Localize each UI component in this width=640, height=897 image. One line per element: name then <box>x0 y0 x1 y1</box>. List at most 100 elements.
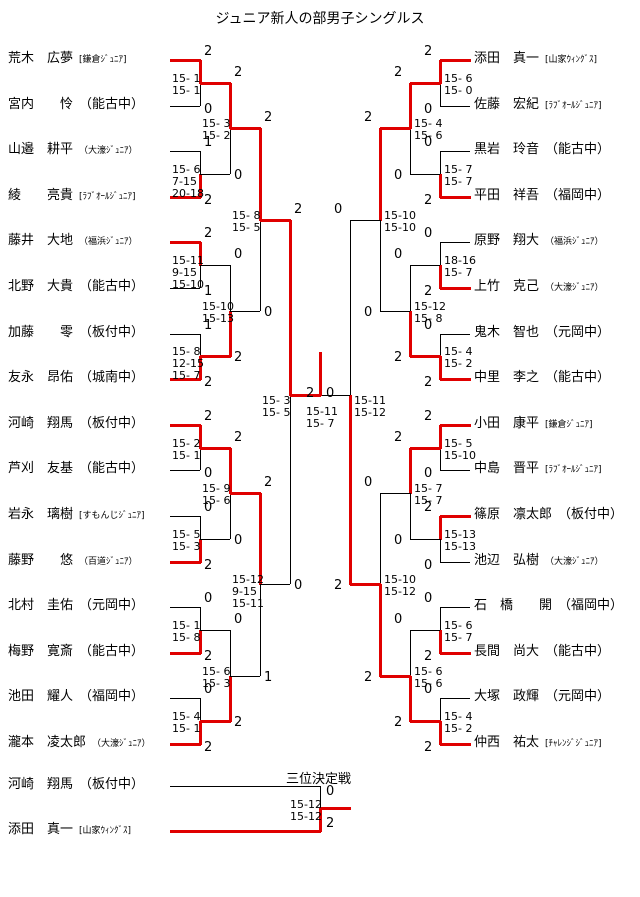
bracket-line <box>380 493 410 495</box>
bracket-line <box>410 265 440 267</box>
match-score: 0 <box>264 304 273 320</box>
set-score: 15- 7 <box>444 266 473 280</box>
set-score: 15- 1 <box>172 71 201 85</box>
bracket-line <box>230 492 261 496</box>
player-name: 小田 康平 <box>474 415 540 431</box>
player-name: 添田 真一 <box>8 822 74 837</box>
match-score: 1 <box>204 284 213 299</box>
player-club: （福浜ｼﾞｭﾆｱ） <box>545 237 604 248</box>
player-club: [ﾁｬﾚﾝｼﾞｼﾞｭﾆｱ] <box>545 739 602 749</box>
match-score: 0 <box>424 591 433 607</box>
bracket-line <box>440 151 441 174</box>
bracket-line <box>170 151 200 153</box>
set-score: 15-10 <box>384 220 416 234</box>
player-club: （板付中） <box>79 777 145 792</box>
match-score: 0 <box>424 682 433 698</box>
bracket-line <box>230 265 231 311</box>
bracket-line <box>230 630 231 676</box>
set-score: 15- 6 <box>202 494 231 508</box>
bracket-line <box>260 218 291 222</box>
bracket-line <box>440 743 471 746</box>
set-score: 15- 6 <box>414 676 443 690</box>
bracket-line <box>199 242 202 267</box>
set-score: 15-12 <box>414 299 446 313</box>
bracket-line <box>440 287 471 290</box>
bracket-line <box>439 174 442 198</box>
player-name: 宮内 怜 <box>8 96 74 112</box>
set-score: 15- 2 <box>444 722 473 736</box>
set-score: 15- 9 <box>202 482 231 496</box>
bracket-line <box>440 651 471 655</box>
bracket-line <box>320 786 321 808</box>
bracket-line <box>410 720 441 724</box>
bracket-line <box>170 288 200 289</box>
bracket-line <box>200 265 230 267</box>
match-score: 1 <box>204 317 213 333</box>
player-club: （板付中） <box>79 415 145 431</box>
right-player: 佐藤 宏紀 [ﾗﾌﾞｵｰﾙｼﾞｭﾆｱ] <box>474 97 602 114</box>
player-club: [ﾗﾌﾞｵｰﾙｼﾞｭﾆｱ] <box>545 100 602 111</box>
match-score: 2 <box>204 375 213 391</box>
match-score: 0 <box>424 135 433 151</box>
right-player: 鬼木 智也（元岡中） <box>474 325 610 341</box>
third-place-winner-line <box>320 807 351 810</box>
match-score: 2 <box>394 64 403 80</box>
bracket-line <box>229 447 232 495</box>
third-place-score: 0 <box>326 784 335 799</box>
bracket-line <box>170 743 201 746</box>
player-name: 池辺 弘樹 <box>474 552 540 568</box>
left-player: 藤野 悠（百道ｼﾞｭﾆｱ） <box>8 553 138 570</box>
player-club: （能古中） <box>545 643 611 659</box>
right-player: 黒岩 玲音（能古中） <box>474 142 610 158</box>
player-club: [ﾗﾌﾞｵｰﾙｼﾞｭﾆｱ] <box>79 191 136 202</box>
player-name: 中里 李之 <box>474 370 540 386</box>
match-score: 0 <box>204 500 213 515</box>
set-score: 15- 3 <box>202 676 231 690</box>
final-line <box>290 394 321 397</box>
bracket-line <box>440 82 441 106</box>
set-score: 15- 6 <box>444 71 473 85</box>
match-score: 2 <box>204 44 213 59</box>
player-name: 梅野 寛斎 <box>8 643 74 659</box>
bracket-line <box>170 105 200 107</box>
player-name: 中島 晋平 <box>474 461 540 477</box>
bracket-line <box>440 423 471 427</box>
bracket-line <box>440 538 441 562</box>
player-club: [鎌倉ｼﾞｭﾆｱ] <box>79 55 127 65</box>
set-score: 15-10 <box>444 448 476 462</box>
player-name: 篠原 凛太郎 <box>474 507 553 522</box>
bracket-line <box>199 356 202 381</box>
match-score: 2 <box>424 500 433 515</box>
match-score: 0 <box>364 304 373 320</box>
set-score: 15- 6 <box>444 619 473 632</box>
bracket-line <box>230 675 260 677</box>
player-club: （能古中） <box>79 643 145 659</box>
bracket-line <box>230 127 261 131</box>
match-score: 0 <box>234 247 243 263</box>
set-score: 15- 5 <box>444 436 473 450</box>
left-player: 北村 圭佑（元岡中） <box>8 598 144 614</box>
bracket-line <box>199 630 202 654</box>
bracket-line <box>380 127 411 131</box>
left-player: 北野 大貴（能古中） <box>8 279 144 295</box>
bracket-line <box>440 561 470 563</box>
player-name: 佐藤 宏紀 <box>474 96 540 112</box>
match-score: 2 <box>424 375 433 391</box>
set-score: 15- 4 <box>444 345 473 359</box>
set-score: 15- 2 <box>202 129 231 143</box>
left-player: 山邉 耕平（大濠ｼﾞｭﾆｱ） <box>8 142 138 159</box>
set-score: 15- 7 <box>306 417 335 430</box>
bracket-line <box>440 698 441 722</box>
match-score: 2 <box>364 110 373 126</box>
bracket-line <box>380 674 411 678</box>
match-score: 2 <box>234 350 243 366</box>
player-name: 黒岩 玲音 <box>474 142 540 158</box>
bracket-line <box>439 356 442 381</box>
match-score: 0 <box>234 532 243 548</box>
